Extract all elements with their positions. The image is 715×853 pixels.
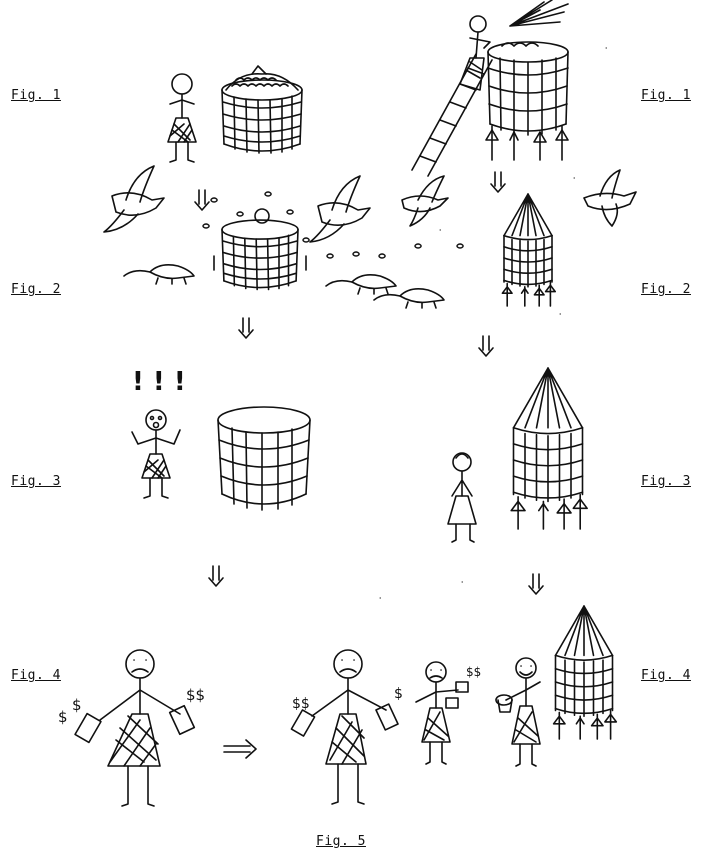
svg-text:$$: $$ [292,696,310,712]
right-fig1-granary [486,42,568,160]
label-left-fig3: Fig. 3 [11,474,61,489]
speckles [380,48,607,598]
label-fig5: Fig. 5 [316,834,366,849]
svg-text:$: $ [58,708,68,726]
right-fig4-person [496,658,540,766]
left-fig2-arrow [194,189,210,211]
right-arrow-3-4 [528,573,544,595]
label-left-fig4: Fig. 4 [11,668,61,683]
label-right-fig1: Fig. 1 [641,88,691,103]
label-right-fig3: Fig. 3 [641,474,691,489]
right-arrow-1-2 [490,171,506,193]
svg-text:$: $ [394,686,403,702]
right-fig1-roof-lid [510,0,568,26]
left-fig2-rat-3 [373,288,445,309]
label-left-fig2: Fig. 2 [11,282,61,297]
left-arrow-2-3 [238,317,254,339]
fig4-right-arrow [224,740,256,758]
left-fig2-rat-2 [325,274,397,295]
left-fig2-grain-flying [203,192,463,258]
right-fig4-granary [552,605,618,740]
left-fig2-bird-2 [309,175,371,243]
left-fig4-dollars: $ $ $$ [58,686,205,726]
left-fig3-empty-granary [218,407,310,510]
label-right-fig2: Fig. 2 [641,282,691,297]
right-arrow-2-3 [478,335,494,357]
left-fig4-person [75,650,194,806]
left-fig3-exclaim: ! ! ! [132,367,186,397]
left-arrow-3-4 [208,565,224,587]
right-fig3-granary [510,367,589,530]
svg-text:$$: $$ [466,665,481,679]
right-fig3-person [448,453,476,542]
left-fig3-person [132,409,180,499]
label-left-fig1: Fig. 1 [11,88,61,103]
fig5-person-adult [291,650,398,804]
right-fig2-bird-2 [584,170,636,226]
left-fig2-granary [214,209,306,291]
right-fig2-granary [501,193,556,307]
left-fig1-full-granary [221,66,303,154]
right-fig2-bird-1 [402,176,448,226]
left-fig2-rat-1 [123,264,195,285]
label-right-fig4: Fig. 4 [641,668,691,683]
right-fig1-ladder [412,54,492,176]
fig5-person-child: $$ [416,662,481,764]
fig5-dollars: $$ $ [292,686,403,712]
svg-text:$$: $$ [186,686,205,704]
left-fig2-bird-1 [103,165,165,233]
svg-text:$: $ [72,696,82,714]
right-fig1-person [460,16,490,90]
left-fig1-person [167,73,197,163]
svg-text:! ! !: ! ! ! [132,367,186,397]
